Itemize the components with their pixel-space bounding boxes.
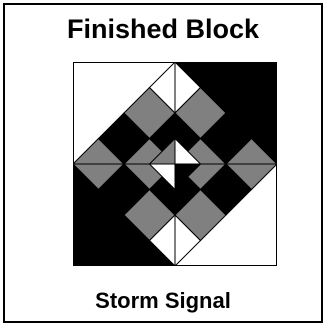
block-name-caption: Storm Signal: [5, 287, 321, 315]
quilt-block-diagram: [73, 62, 277, 266]
block-card: Finished Block Storm Signal: [3, 3, 323, 323]
page-title: Finished Block: [5, 13, 321, 45]
